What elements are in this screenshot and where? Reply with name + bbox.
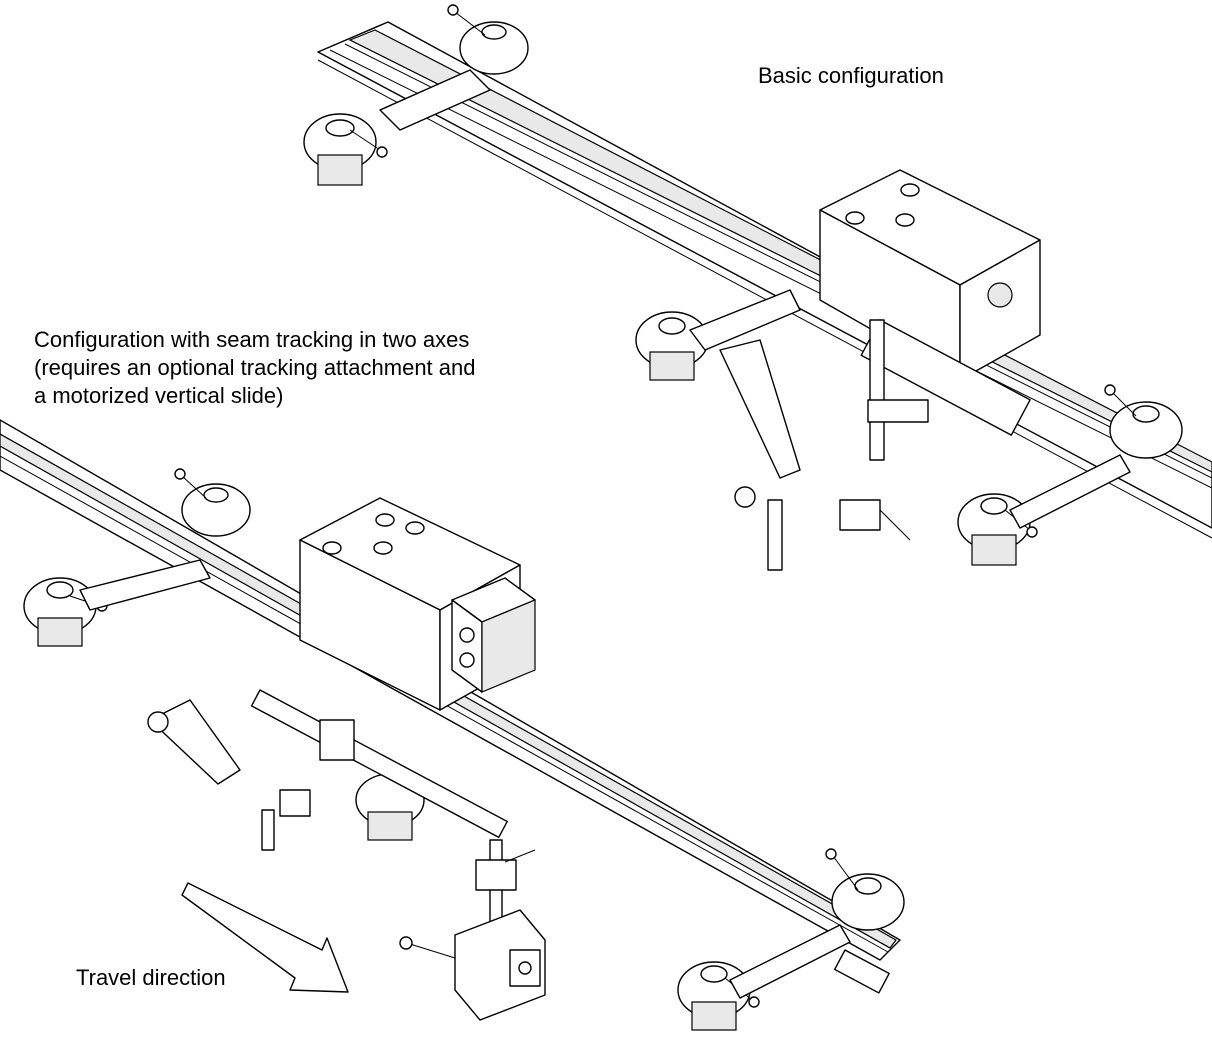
upper-foot-5 [957, 454, 1131, 566]
upper-assembly [303, 4, 1212, 571]
travel-direction-label: Travel direction [76, 965, 226, 990]
lower-foot-3 [825, 848, 905, 931]
lower-assembly [0, 419, 905, 1031]
lower-foot-2 [174, 468, 251, 537]
basic-configuration-label: Basic configuration [758, 63, 944, 88]
travel-direction-arrow [181, 882, 349, 993]
lower-cross-arm [147, 689, 508, 851]
upper-torch-arm [719, 319, 929, 571]
upper-foot-1 [303, 113, 388, 186]
upper-foot-3 [635, 289, 801, 381]
tracking-attachment [451, 577, 536, 693]
upper-carriage [819, 169, 1041, 436]
lower-foot-5 [355, 773, 425, 841]
upper-foot-2 [379, 4, 529, 131]
lower-foot-4 [677, 924, 851, 1031]
lower-torch-mount [399, 839, 546, 1021]
lower-foot-1 [23, 559, 211, 647]
seam-tracking-configuration-label: Configuration with seam tracking in two … [34, 327, 476, 408]
upper-foot-4 [1104, 384, 1183, 459]
lower-rail [0, 419, 901, 994]
